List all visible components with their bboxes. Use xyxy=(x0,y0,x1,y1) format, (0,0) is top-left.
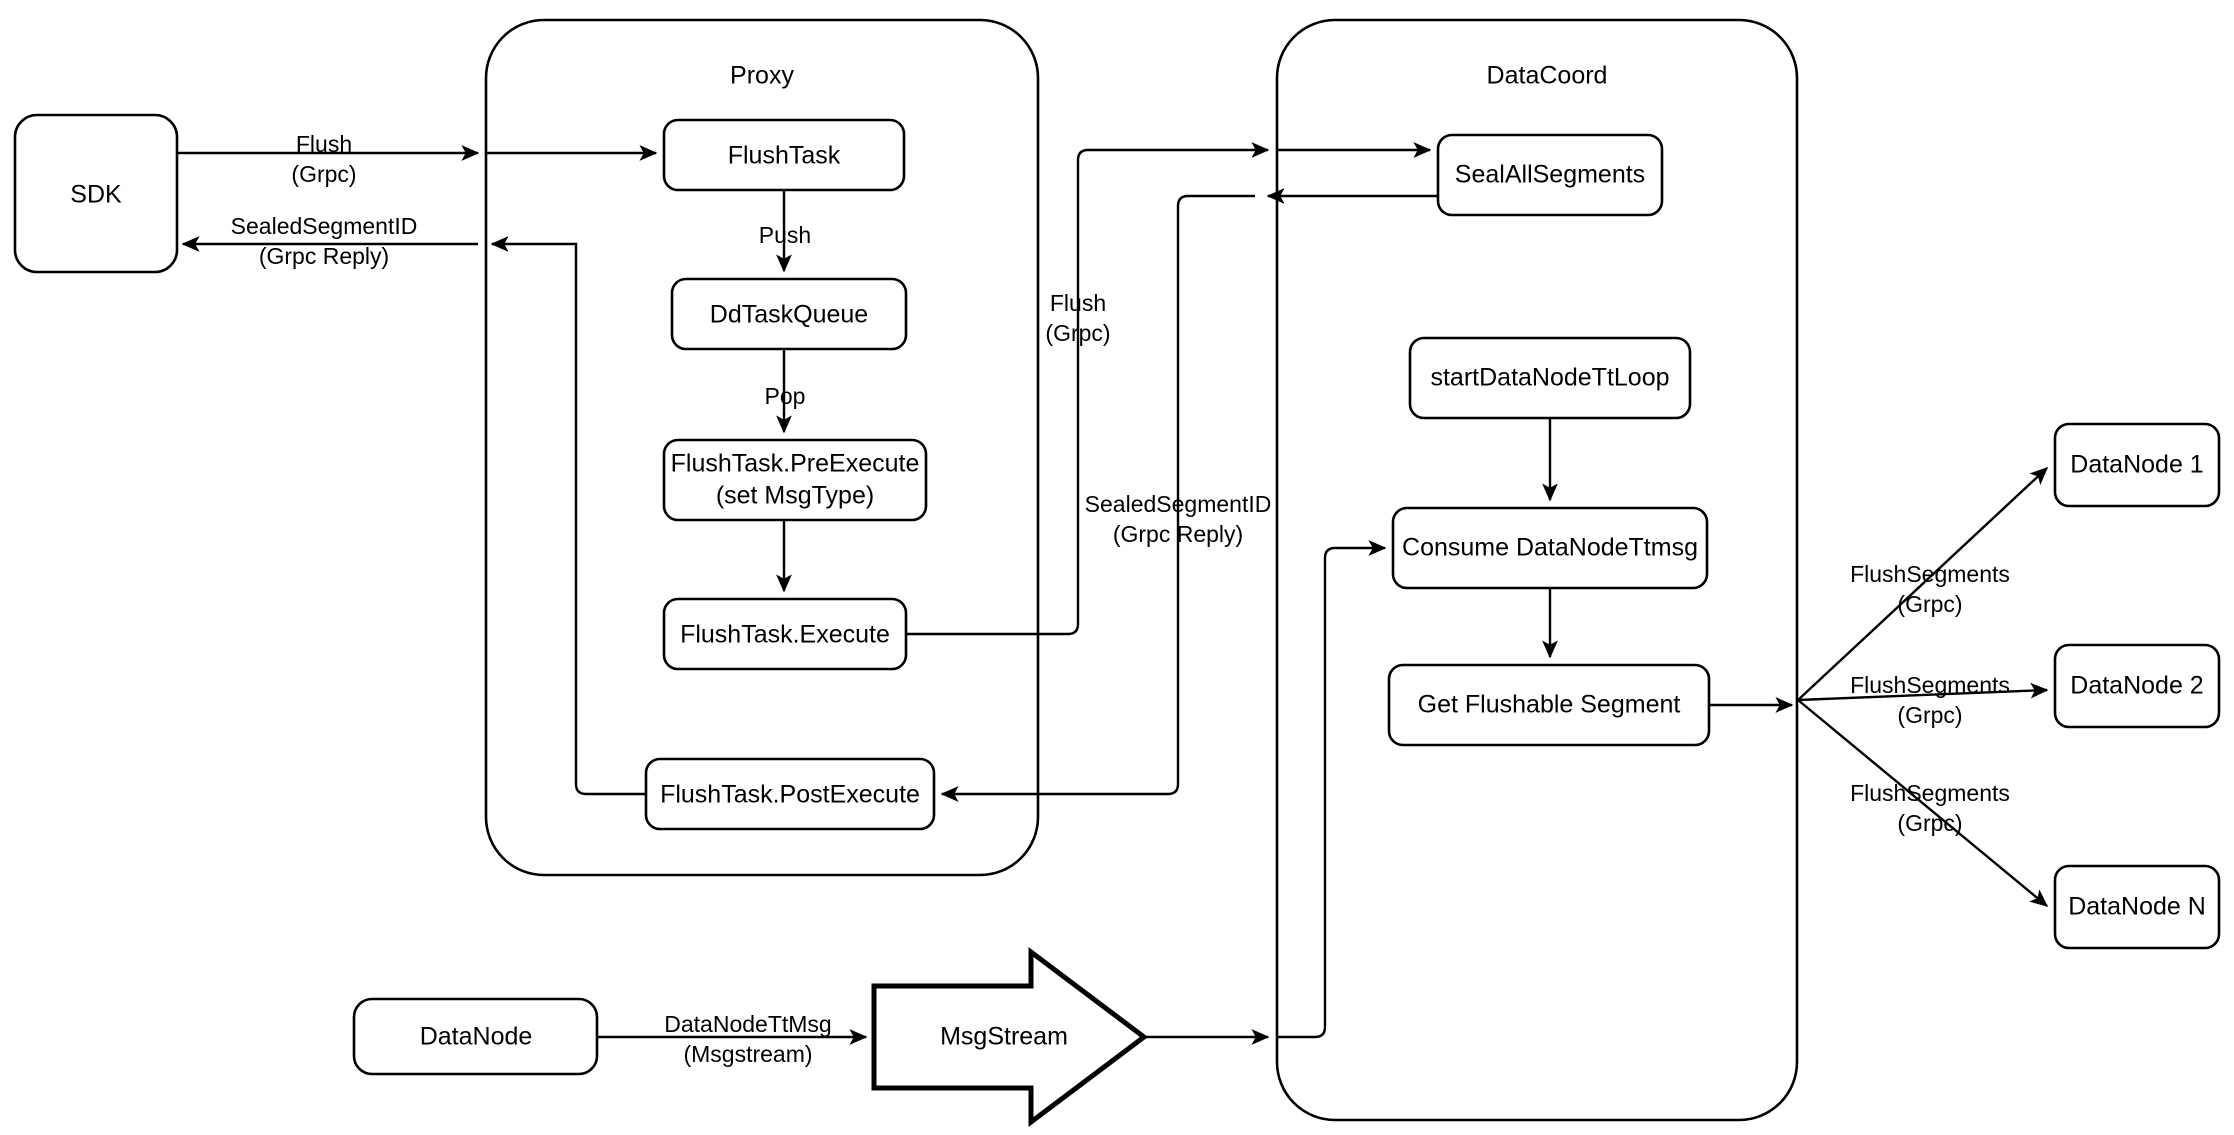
group-proxy: Proxy xyxy=(484,18,1040,877)
flushtask-label: FlushTask xyxy=(728,142,841,170)
label-flushsegments-1: FlushSegments (Grpc) xyxy=(1850,561,2010,617)
startdatanodettloop-label: startDataNodeTtLoop xyxy=(1430,364,1669,392)
label-sealed-sdk-line2: (Grpc Reply) xyxy=(259,243,389,269)
msgstream-arrow-shape[interactable] xyxy=(871,946,1149,1128)
node-flushtask[interactable]: FlushTask xyxy=(662,118,906,192)
label-flushseg2-line2: (Grpc) xyxy=(1897,702,1962,728)
label-flushsegn-line2: (Grpc) xyxy=(1897,810,1962,836)
preexecute-label: FlushTask.PreExecute xyxy=(671,450,920,478)
label-flush-grpc-datacoord: Flush (Grpc) xyxy=(1045,290,1110,346)
label-flush-dc-line1: Flush xyxy=(1050,290,1106,316)
label-flushsegments-2: FlushSegments (Grpc) xyxy=(1850,672,2010,728)
postexecute-box[interactable] xyxy=(644,757,936,831)
label-pop-text: Pop xyxy=(765,383,806,409)
label-sealed-proxy-line2: (Grpc Reply) xyxy=(1113,521,1243,547)
node-preexecute[interactable]: FlushTask.PreExecute (set MsgType) xyxy=(662,438,928,522)
datanode-n-box[interactable] xyxy=(2053,864,2221,950)
label-flushseg1-line2: (Grpc) xyxy=(1897,591,1962,617)
node-consume-datanodettmsg[interactable]: Consume DataNodeTtmsg xyxy=(1391,506,1709,590)
execute-box[interactable] xyxy=(662,597,908,671)
label-flushseg2-line1: FlushSegments xyxy=(1850,672,2010,698)
edge-execute-to-datacoord xyxy=(906,142,1270,636)
ddtaskqueue-label: DdTaskQueue xyxy=(710,301,868,329)
consume-datanodettmsg-box[interactable] xyxy=(1391,506,1709,590)
node-postexecute[interactable]: FlushTask.PostExecute xyxy=(644,757,936,831)
group-datacoord: DataCoord xyxy=(1275,18,1799,1122)
label-flush-dc-line2: (Grpc) xyxy=(1045,320,1110,346)
datacoord-container xyxy=(1275,18,1799,1122)
edge-junction-to-datanode1 xyxy=(1797,467,2049,701)
label-flush-line2: (Grpc) xyxy=(291,161,356,187)
node-execute[interactable]: FlushTask.Execute xyxy=(662,597,908,671)
datanode-n-label: DataNode N xyxy=(2068,893,2206,921)
label-pop: Pop xyxy=(765,383,806,409)
msgstream-label: MsgStream xyxy=(940,1023,1068,1051)
node-startdatanodettloop[interactable]: startDataNodeTtLoop xyxy=(1408,336,1692,420)
preexecute-sublabel: (set MsgType) xyxy=(716,482,874,510)
datanode-source-box[interactable] xyxy=(352,997,599,1076)
node-sealallsegments[interactable]: SealAllSegments xyxy=(1436,133,1664,217)
ddtaskqueue-box[interactable] xyxy=(670,277,908,351)
edge-junction-to-datanoden xyxy=(1797,699,2049,907)
datanode-source-label: DataNode xyxy=(420,1023,533,1051)
label-ttmsg-line2: (Msgstream) xyxy=(683,1041,812,1067)
consume-datanodettmsg-label: Consume DataNodeTtmsg xyxy=(1402,534,1698,562)
node-datanode-source[interactable]: DataNode xyxy=(352,997,599,1076)
node-get-flushable-segment[interactable]: Get Flushable Segment xyxy=(1387,663,1711,747)
edge-junction-to-datanode2 xyxy=(1797,682,2049,702)
datanode-1-box[interactable] xyxy=(2053,422,2221,508)
label-push-text: Push xyxy=(759,222,811,248)
get-flushable-segment-box[interactable] xyxy=(1387,663,1711,747)
sealallsegments-box[interactable] xyxy=(1436,133,1664,217)
datacoord-title: DataCoord xyxy=(1487,62,1608,90)
node-msgstream[interactable]: MsgStream xyxy=(871,946,1149,1128)
preexecute-box[interactable] xyxy=(662,438,928,522)
label-push: Push xyxy=(759,222,811,248)
label-sealed-proxy-line1: SealedSegmentID xyxy=(1085,491,1272,517)
sdk-label: SDK xyxy=(70,181,122,209)
sdk-box[interactable] xyxy=(13,113,179,274)
label-flushseg1-line1: FlushSegments xyxy=(1850,561,2010,587)
label-sealedsegmentid-grpcreply-proxy: SealedSegmentID (Grpc Reply) xyxy=(1085,491,1272,547)
datanode-2-box[interactable] xyxy=(2053,643,2221,729)
node-datanode-n[interactable]: DataNode N xyxy=(2053,864,2221,950)
execute-label: FlushTask.Execute xyxy=(680,621,890,649)
label-flushsegments-n: FlushSegments (Grpc) xyxy=(1850,780,2010,836)
node-datanode-2[interactable]: DataNode 2 xyxy=(2053,643,2221,729)
startdatanodettloop-box[interactable] xyxy=(1408,336,1692,420)
label-datanodettmsg: DataNodeTtMsg (Msgstream) xyxy=(664,1011,831,1067)
edge-postexecute-to-proxy-edge xyxy=(490,236,646,796)
label-flush-line1: Flush xyxy=(296,131,352,157)
label-flush-grpc: Flush (Grpc) xyxy=(291,131,356,187)
node-sdk[interactable]: SDK xyxy=(13,113,179,274)
edge-datacoord-to-postexecute xyxy=(940,194,1255,802)
edge-datacoord-to-consume xyxy=(1277,540,1387,1039)
proxy-title: Proxy xyxy=(730,62,794,90)
proxy-container xyxy=(484,18,1040,877)
datanode-1-label: DataNode 1 xyxy=(2070,451,2203,479)
label-sealedsegmentid-grpcreply-sdk: SealedSegmentID (Grpc Reply) xyxy=(231,213,418,269)
node-datanode-1[interactable]: DataNode 1 xyxy=(2053,422,2221,508)
datanode-2-label: DataNode 2 xyxy=(2070,672,2203,700)
label-flushsegn-line1: FlushSegments xyxy=(1850,780,2010,806)
label-sealed-sdk-line1: SealedSegmentID xyxy=(231,213,418,239)
postexecute-label: FlushTask.PostExecute xyxy=(660,781,920,809)
sealallsegments-label: SealAllSegments xyxy=(1455,161,1645,189)
get-flushable-segment-label: Get Flushable Segment xyxy=(1418,691,1681,719)
node-ddtaskqueue[interactable]: DdTaskQueue xyxy=(670,277,908,351)
label-ttmsg-line1: DataNodeTtMsg xyxy=(664,1011,831,1037)
flushtask-box[interactable] xyxy=(662,118,906,192)
